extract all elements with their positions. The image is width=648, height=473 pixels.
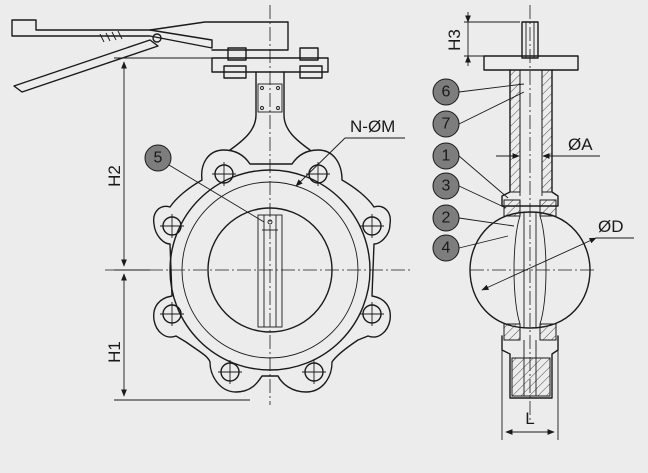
lug-body-outline <box>153 149 391 393</box>
callout-5-badge <box>144 144 172 172</box>
callout-5-leader <box>163 161 265 223</box>
h1-label: H1 <box>105 341 124 363</box>
disc-hub <box>257 214 283 328</box>
callout-leaders <box>458 83 525 249</box>
callout-1-badge <box>432 142 460 170</box>
callout-1-number: 1 <box>442 148 451 165</box>
bolt-leader <box>295 137 346 187</box>
callout-5-number: 5 <box>154 150 163 167</box>
callout-4-badge <box>432 234 460 262</box>
top-flange <box>483 55 579 71</box>
callout-6-badge <box>432 78 460 106</box>
side-neck <box>501 69 559 207</box>
callout-2-badge <box>432 204 460 232</box>
stem-top <box>521 21 539 59</box>
shaft-dia-label: ØA <box>568 135 593 154</box>
bolt-spec-label: N-ØM <box>350 117 395 136</box>
callout-4-number: 4 <box>442 240 451 257</box>
side-lower-body <box>501 335 559 399</box>
top-mounting-pad <box>211 47 329 79</box>
h2-label: H2 <box>105 165 124 187</box>
disc-dia-label: ØD <box>598 217 624 236</box>
callout-3-badge <box>432 172 460 200</box>
disc-dia-leader <box>481 237 597 291</box>
handle-lever <box>11 19 289 93</box>
front-view: H2 H1 N-ØM 5 <box>11 5 410 405</box>
lower-seal <box>503 323 521 341</box>
upper-seal <box>503 199 521 217</box>
seat-ring <box>181 181 359 359</box>
callout-2-number: 2 <box>442 210 451 227</box>
valve-neck <box>229 71 311 151</box>
callout-7-badge <box>432 110 460 138</box>
callout-7-number: 7 <box>442 116 451 133</box>
callout-3-number: 3 <box>442 178 451 195</box>
height-dimensions <box>114 57 250 401</box>
side-view: H3 ØA ØD L <box>432 5 634 440</box>
length-label: L <box>525 409 534 428</box>
bolt-holes <box>160 162 384 384</box>
disc-face <box>207 207 333 333</box>
callout-6-number: 6 <box>442 84 451 101</box>
body-bore <box>169 169 371 371</box>
h3-label: H3 <box>445 29 464 51</box>
